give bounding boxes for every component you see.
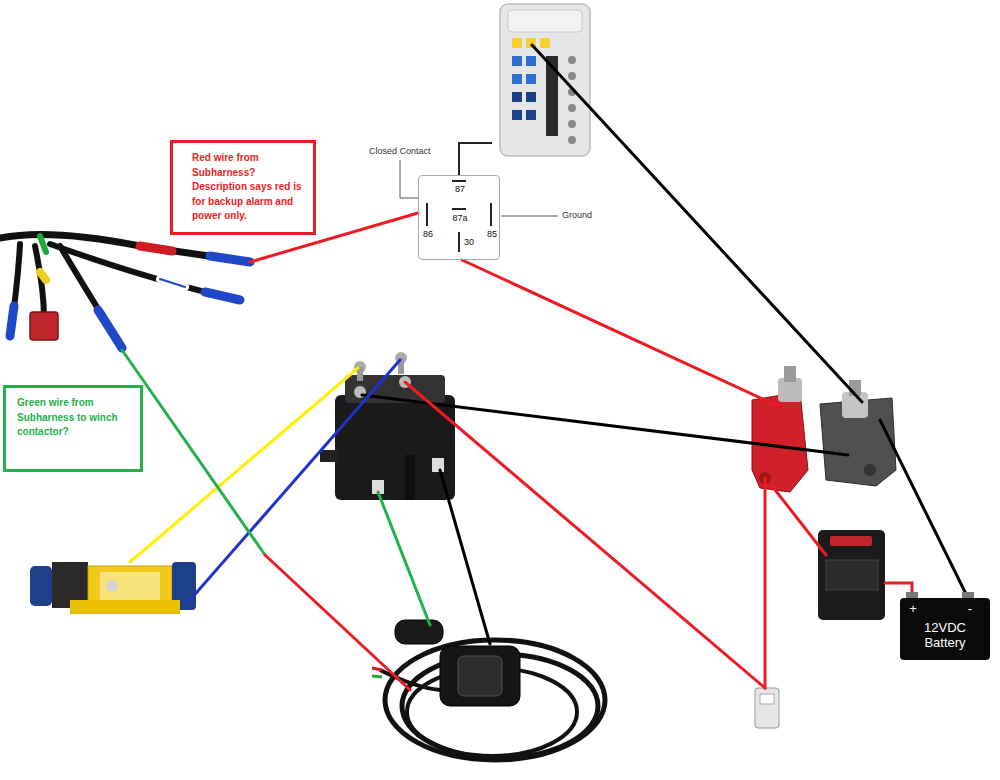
sub-harness (205, 292, 240, 300)
bus-bar-ground (864, 464, 876, 476)
battery-box: + - 12VDC Battery (900, 598, 990, 660)
pin-label: - (968, 601, 972, 616)
relay-symbol (452, 208, 466, 210)
sub-harness (60, 246, 122, 348)
winch-contactor (432, 458, 444, 472)
fuse-block (512, 110, 522, 120)
pin-label: 87 (455, 184, 465, 194)
bus-bar-positive (784, 366, 796, 382)
switch-harness (440, 646, 520, 706)
wire (122, 350, 265, 555)
fuse-block (526, 110, 536, 120)
pin-label: Closed Contact (369, 146, 431, 156)
wire (265, 555, 410, 690)
fuse-block (512, 56, 522, 66)
pin-label: 85 (487, 229, 497, 239)
sub-harness (40, 236, 46, 252)
wire (880, 420, 968, 598)
sub-harness (98, 310, 122, 348)
fuse-block (568, 72, 576, 80)
switch-harness (380, 670, 440, 690)
sub-harness (140, 246, 172, 251)
circuit-breaker (818, 530, 885, 620)
sub-harness (10, 306, 14, 336)
fuse-block (508, 10, 582, 32)
winch (30, 562, 196, 614)
wire (440, 470, 490, 644)
relay-symbol (427, 143, 492, 252)
sub-harness (0, 234, 250, 348)
sub-harness (30, 312, 58, 340)
sub-harness (40, 272, 46, 280)
bus-bar-positive (752, 392, 808, 492)
sub-harness (10, 244, 20, 336)
winch (70, 600, 180, 614)
wire (130, 368, 358, 562)
circuit-breaker (818, 530, 885, 620)
fuse-block (568, 136, 576, 144)
pin-label: 12VDC Battery (914, 620, 976, 650)
switch-harness (395, 620, 443, 644)
sub-harness (160, 279, 185, 287)
callout-text: Green wire from Subharness to winch cont… (17, 396, 134, 440)
relay-box: 87 87a 86 85 30 (418, 175, 500, 260)
wire (462, 260, 778, 406)
winch (100, 572, 160, 600)
bus-bar-positive (752, 366, 808, 492)
fuse-block (512, 38, 522, 48)
fuse-block (526, 92, 536, 102)
relay-symbol (452, 180, 466, 182)
pin-label: Ground (562, 210, 592, 220)
fuse-block (568, 120, 576, 128)
winch (30, 566, 52, 606)
fuse-block (512, 74, 522, 84)
sub-harness (160, 279, 185, 287)
wire (122, 45, 968, 690)
wire (532, 45, 862, 402)
winch-contactor (320, 450, 338, 462)
pin-label: + (909, 601, 917, 616)
fuse-block (500, 4, 590, 156)
fuse-block (568, 56, 576, 64)
wire (378, 492, 430, 625)
callout-text: Red wire from Subharness? Description sa… (192, 151, 307, 224)
callout-box: Green wire from Subharness to winch cont… (3, 385, 143, 472)
relay-symbol (458, 232, 460, 252)
wire (190, 360, 400, 600)
pin-label: 30 (464, 237, 474, 247)
wire (772, 486, 826, 555)
callout-box: Red wire from Subharness? Description sa… (170, 140, 316, 235)
winch (106, 580, 118, 592)
circuit-breaker (830, 536, 872, 546)
switch-harness (372, 676, 382, 677)
fuse-block (512, 92, 522, 102)
fuse-block (500, 4, 590, 156)
fuse-block (540, 38, 550, 48)
fuse-block (526, 74, 536, 84)
fuse-block (526, 56, 536, 66)
sub-harness (210, 256, 250, 262)
pin-label: 86 (423, 229, 433, 239)
pin-label: 87a (452, 213, 467, 223)
wire (405, 382, 765, 688)
winch-contactor (405, 455, 415, 500)
leader-line (400, 160, 418, 198)
inline-fuse-holder (760, 694, 774, 704)
leader-line (501, 216, 558, 217)
circuit-breaker (826, 560, 878, 590)
wire (764, 478, 767, 688)
switch-harness (458, 656, 502, 696)
relay-symbol (459, 143, 492, 175)
switch-harness (372, 668, 382, 670)
relay-symbol (426, 203, 428, 226)
inline-fuse-holder (755, 688, 779, 728)
leader-line (400, 160, 558, 216)
wire (362, 395, 848, 455)
relay-symbol (490, 203, 492, 226)
inline-fuse-holder (755, 688, 779, 728)
fuse-block (568, 104, 576, 112)
switch-harness (385, 640, 605, 760)
